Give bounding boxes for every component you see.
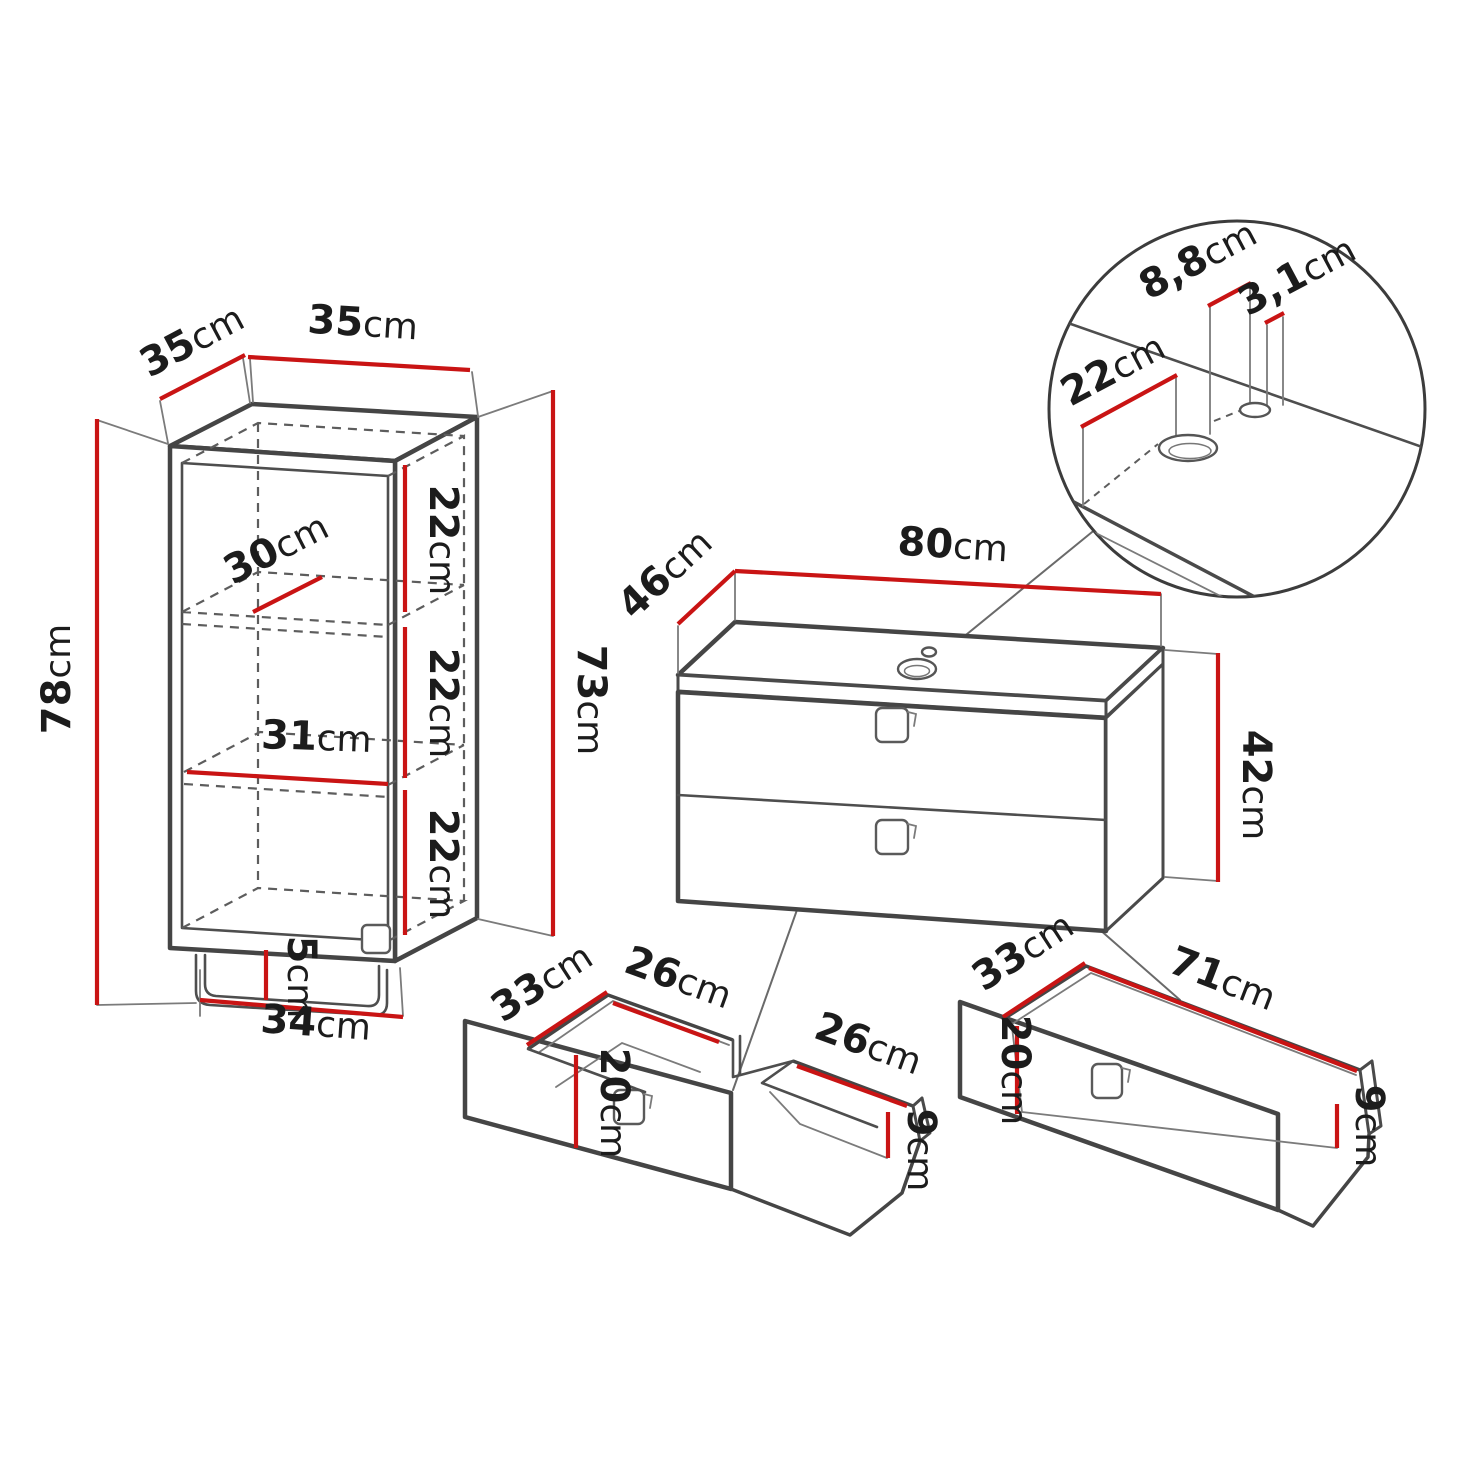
dim-line-top-drawer-right-width [796,1064,908,1108]
tall-cabinet-drawing: 35cm 35cm 78cm 73cm 22cm 22cm 22cm 30cm … [34,294,614,1050]
dim-bottom-drawer-back-height-label: 9cm [1346,1085,1392,1168]
bottom-drawer-rim-inner [1011,971,1357,1076]
dim-top-drawer-depth-label: 33cm [483,933,601,1032]
top-drawer-divider [731,1034,795,1079]
detail-center-dashed-line [1083,410,1240,505]
dim-line-top-drawer-depth [525,990,609,1047]
bottom-drawer-right-face [1358,1059,1383,1136]
dim-line-top-drawer-left-width [612,1001,720,1044]
top-drawer-rim-outer [527,993,734,1051]
dim-cabinet-total-height-label: 78cm [34,624,80,735]
bottom-drawer-handle [1090,1062,1124,1100]
cabinet-front-frame [167,443,398,964]
dim-line-detail-small-hole [1264,311,1285,325]
top-drawer-handle-notch [643,1093,654,1109]
cabinet-hidden-edges [181,421,468,942]
dim-line-cabinet-shelf-depth [252,575,323,614]
dim-top-drawer-front-height-label: 20cm [591,1048,637,1159]
dim-vanity-depth-label: 46cm [609,519,721,628]
bottom-drawer-handle-notch [1121,1067,1132,1083]
dim-cabinet-body-height-label: 73cm [568,645,614,756]
dim-cabinet-top-depth-label: 35cm [132,294,251,387]
dim-cabinet-rail-height-label: 5cm [278,936,324,1019]
dim-vanity-height-label: 42cm [1233,730,1279,841]
detail-large-hole [1157,433,1219,463]
dim-line-detail-large-hole [1207,281,1252,308]
top-drawer-front-wall-edge [526,1047,647,1094]
sink-small-hole [920,646,938,658]
top-drawer-right-face [911,1096,932,1143]
dim-line-cabinet-top-depth [159,353,246,401]
dim-line-bottom-drawer-width [1088,966,1358,1073]
dim-top-drawer-back-height-label: 9cm [898,1109,944,1192]
dim-vanity-width-label: 80cm [896,519,1009,572]
detail-worktop-front-edge [1071,499,1271,597]
detail-small-hole [1238,401,1272,419]
detail-circle-outline [1047,219,1427,599]
sink-faucet-hole-inner [903,664,931,678]
top-drawer-handle [612,1088,646,1126]
towel-rail [194,953,389,1017]
vanity-body-right [1104,662,1165,933]
vanity-top-handle-notch [907,711,918,727]
cabinet-extension-lines [96,357,554,1017]
dim-cabinet-section-bottom-label: 22cm [420,809,466,920]
dim-bottom-drawer-front-height-label: 20cm [992,1015,1038,1126]
top-drawer-drawing: 33cm 26cm 26cm 20cm 9cm [462,933,944,1237]
vanity-extension-lines [677,572,1219,882]
vanity-bottom-drawer-handle [874,818,910,856]
vanity-top-drawer-handle [874,706,910,744]
sink-hole-detail-circle: 22cm 8,8cm 3,1cm [1047,213,1427,599]
dim-cabinet-shelf-width-label: 31cm [260,712,372,762]
dim-line-bottom-drawer-depth [1001,961,1087,1019]
detail-worktop-front-edge-inner [1081,525,1249,597]
top-drawer-right-compartment-edges [760,1059,879,1129]
top-drawer-right-rim [792,1059,914,1108]
dim-cabinet-base-width-label: 34cm [259,996,372,1050]
vanity-drawer-divider [676,793,1108,822]
dim-line-cabinet-base-width [199,997,404,1020]
detail-hole-indicator-lines [1082,284,1284,507]
bottom-drawer-bottom-edges [1277,1133,1371,1228]
dim-line-cabinet-top-width [247,354,471,373]
dim-line-cabinet-shelf-width [186,769,389,787]
dim-cabinet-section-top-label: 22cm [420,485,466,596]
dim-cabinet-section-middle-label: 22cm [420,648,466,759]
bottom-drawer-drawing: 33cm 71cm 20cm 9cm [957,905,1392,1228]
dim-cabinet-top-width-label: 35cm [306,297,419,350]
top-drawer-bottom-edges [730,1140,922,1237]
detail-large-hole-inner [1168,442,1212,460]
detail-worktop-back-edge [1049,314,1425,451]
cabinet-door-handle [360,923,392,955]
dim-line-vanity-width [734,568,1162,597]
dim-line-detail-hole-offset [1079,373,1179,429]
vanity-bottom-handle-notch [907,823,918,839]
dim-line-vanity-depth [676,569,737,626]
